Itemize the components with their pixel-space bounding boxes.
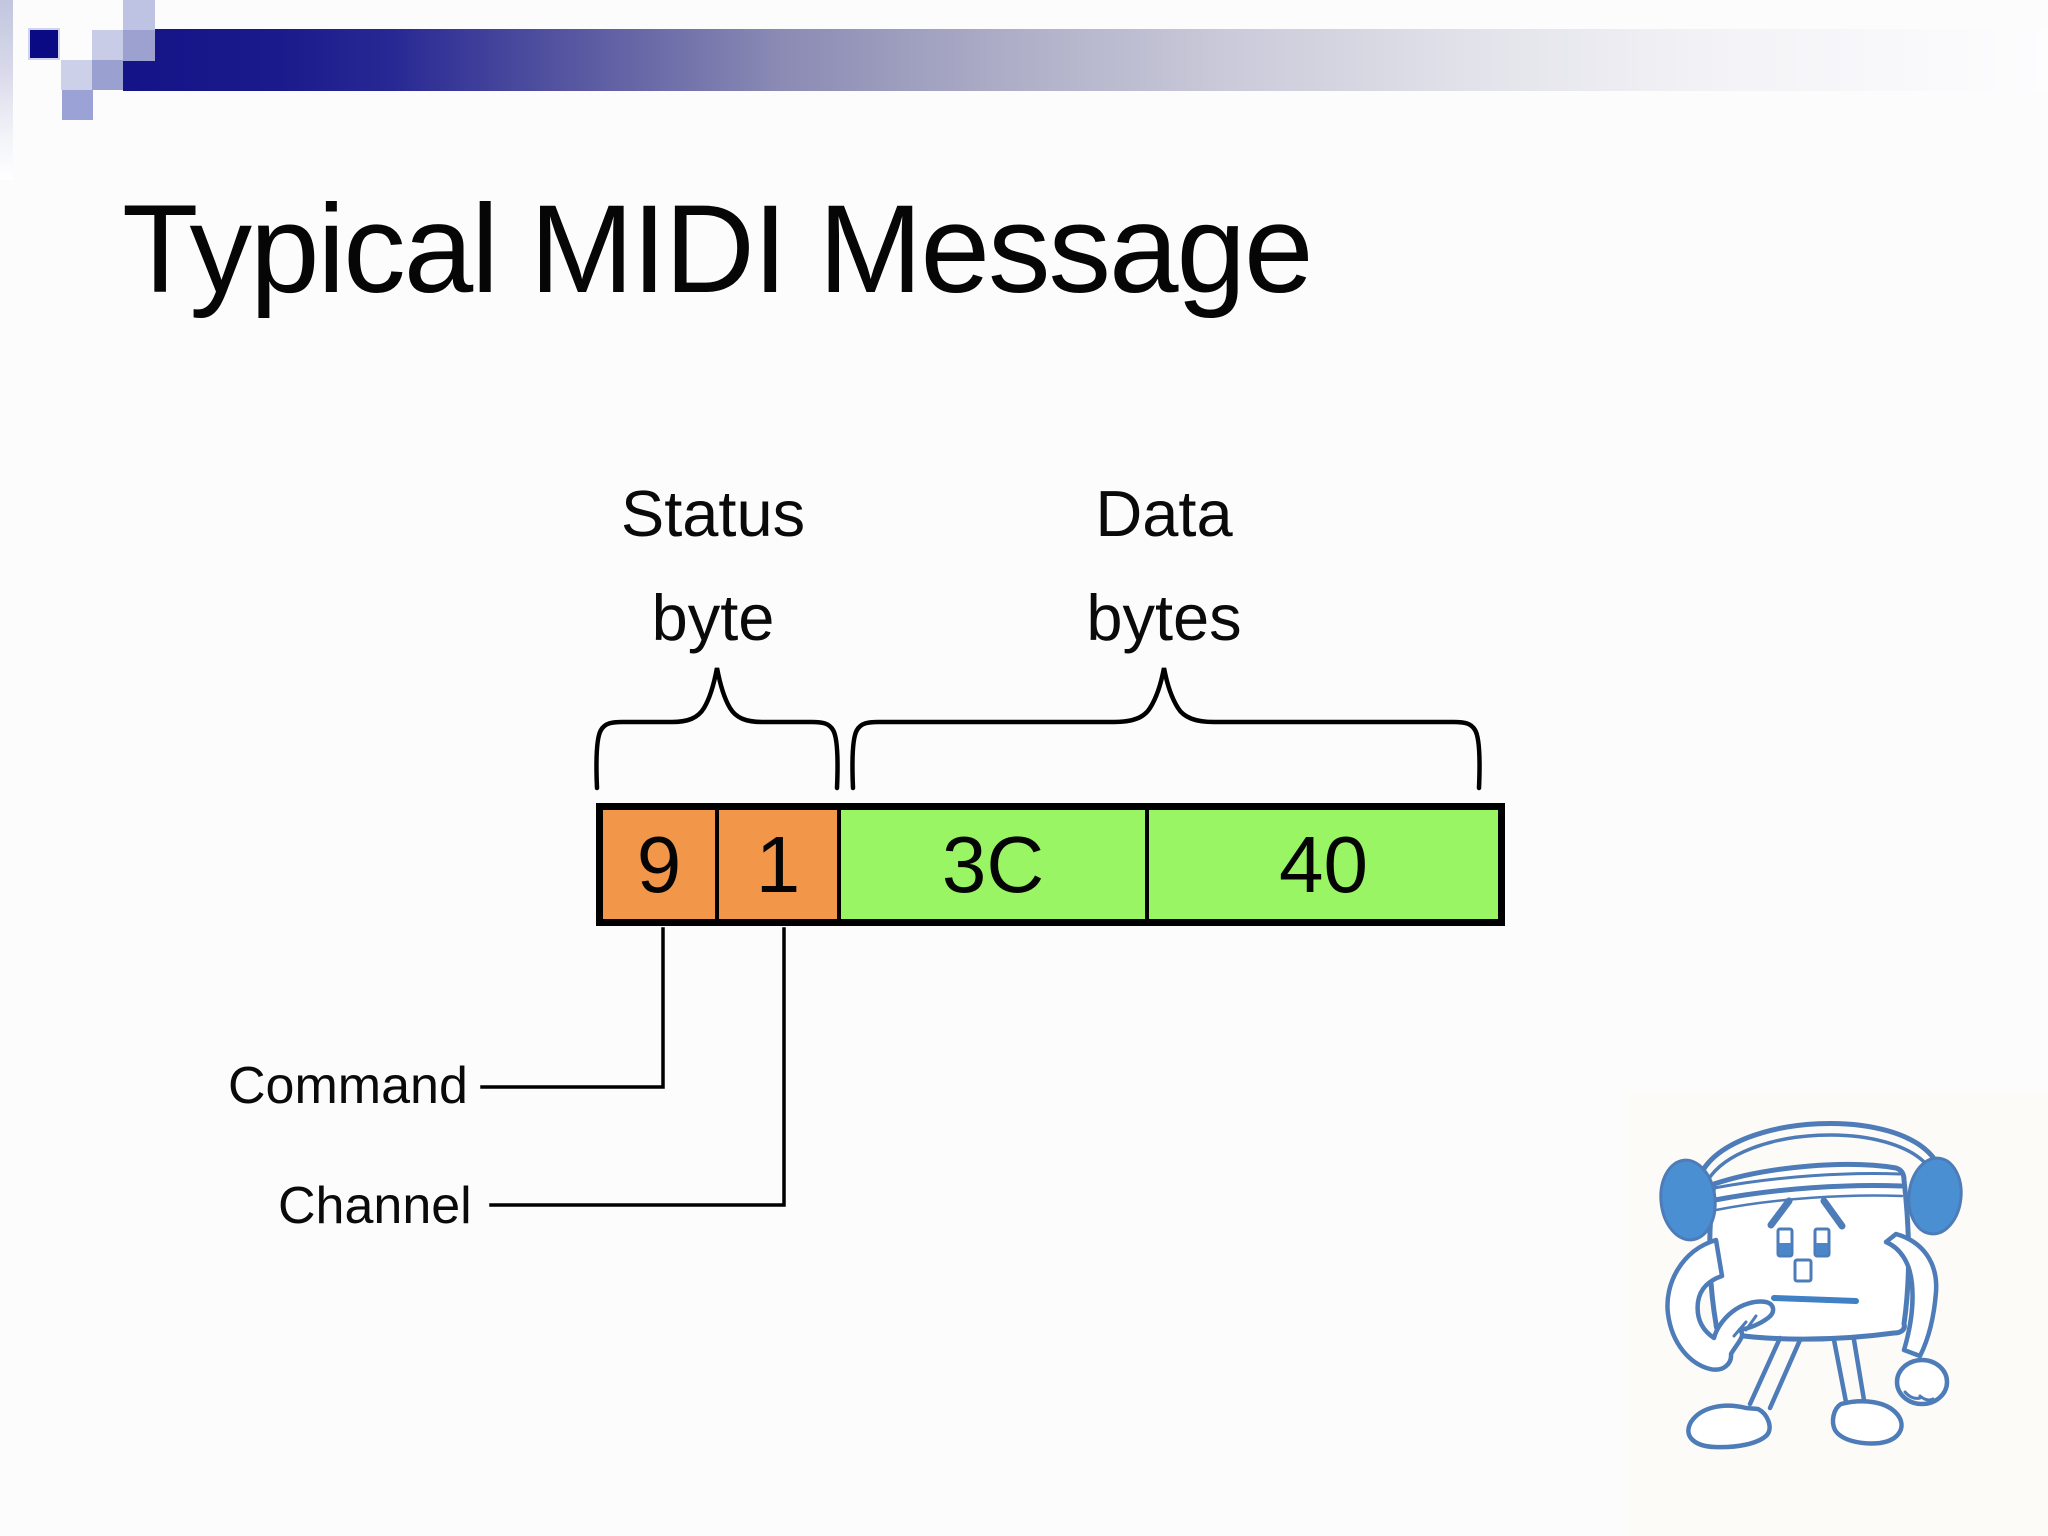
headphones-mascot (1628, 1092, 2048, 1536)
right-fist (1894, 1357, 1950, 1407)
right-leg (1831, 1337, 1867, 1405)
decorative-square (123, 0, 155, 30)
data-bytes-label-line2: bytes (1086, 581, 1242, 654)
data-bytes-label-line1: Data (1095, 477, 1233, 550)
nose-icon (1793, 1258, 1813, 1283)
right-arm (1883, 1231, 1939, 1359)
right-earmuff-icon (1907, 1156, 1963, 1236)
status-byte-label: Status byte (563, 462, 863, 670)
byte-cell-channel: 1 (715, 810, 837, 919)
byte-cell-data1: 3C (837, 810, 1145, 919)
mouth-icon (1771, 1295, 1859, 1304)
command-label: Command (228, 1057, 468, 1115)
status-byte-label-line1: Status (620, 477, 806, 550)
data-bytes-label: Data bytes (1014, 462, 1314, 670)
command-connector-line (480, 927, 665, 1089)
left-arm (1665, 1237, 1776, 1372)
left-gradient-strip (0, 0, 13, 180)
headband-icon (1700, 1121, 1938, 1173)
header-gradient-bar (123, 29, 2048, 91)
midi-message-box: 9 1 3C 40 (596, 803, 1505, 926)
decorative-square (92, 30, 123, 60)
page-title: Typical MIDI Message (122, 180, 1314, 319)
decorative-square (62, 90, 93, 120)
right-shoe-icon (1830, 1399, 1904, 1446)
status-byte-label-line2: byte (651, 581, 775, 654)
left-earmuff-icon (1659, 1158, 1717, 1242)
decorative-square-navy (28, 28, 60, 60)
decorative-square (61, 60, 92, 90)
decorative-square (92, 60, 123, 90)
channel-label: Channel (278, 1177, 472, 1235)
byte-cell-data2: 40 (1145, 810, 1498, 919)
mascot-body (1707, 1162, 1911, 1342)
channel-connector-line (489, 927, 786, 1207)
byte-cell-command: 9 (603, 810, 715, 919)
eyebrows-icon (1767, 1197, 1846, 1230)
data-brace-icon (850, 667, 1482, 791)
status-brace-icon (594, 667, 840, 791)
left-shoe-icon (1686, 1403, 1772, 1450)
decorative-square (123, 30, 155, 61)
left-leg (1747, 1335, 1803, 1411)
